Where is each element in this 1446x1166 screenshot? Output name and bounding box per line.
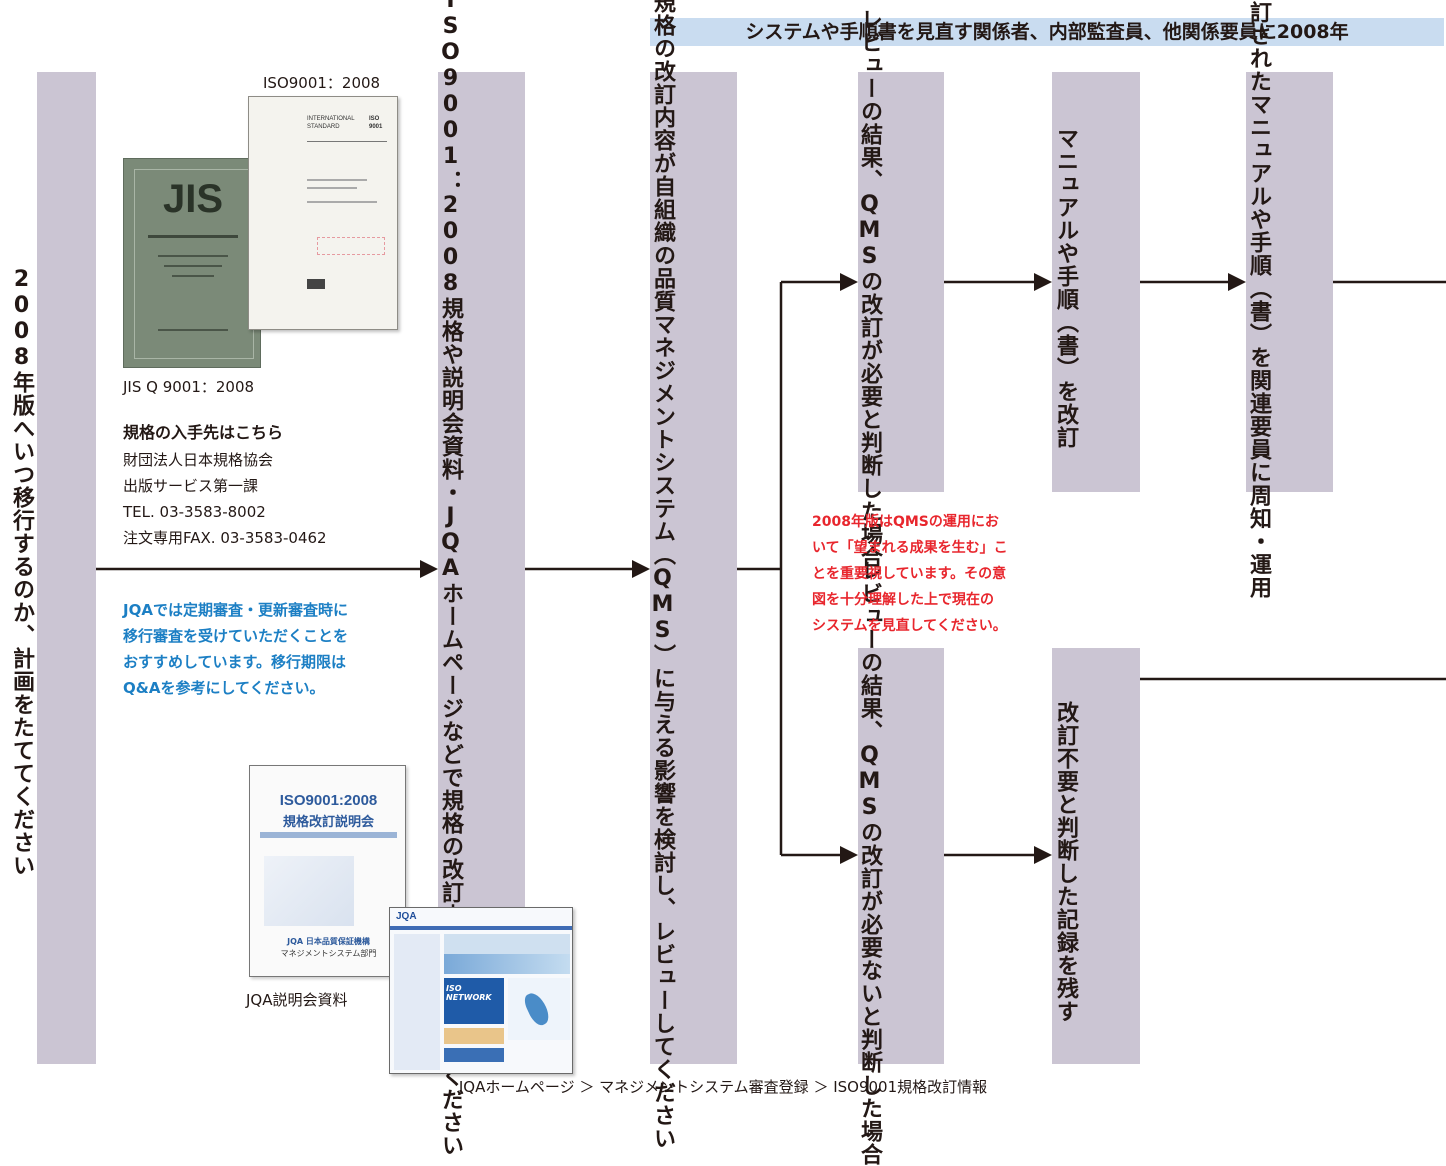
iso-cover-line-3: ISO xyxy=(369,116,380,122)
step-notify-line-1: 改訂されたマニュアルや xyxy=(1246,0,1271,231)
iso-cover-line-4: 9001 xyxy=(369,124,383,130)
contact-heading: 規格の入手先はこちら xyxy=(123,423,284,442)
contact-phone: TEL. 03-3583-8002 xyxy=(123,503,266,521)
contact-line-2: 出版サービス第一課 xyxy=(123,477,259,495)
jis-caption: JIS Q 9001：2008 xyxy=(123,378,255,396)
blue-note-line-1: JQAでは定期審査・更新審査時に xyxy=(123,601,348,619)
step-confirm-box xyxy=(438,72,525,1064)
step-plan-line-2: 計画をたててください xyxy=(9,647,34,877)
iso-cover-title: INTERNATIONAL STANDARD xyxy=(307,115,355,131)
step-review-text: 規格の改訂内容が自組織の品質マネジメントシステム（QMS）に与える影響を 検討し… xyxy=(650,0,737,1150)
seminar-title-2: 規格改訂説明会 xyxy=(282,815,374,830)
step-notify-box xyxy=(1246,72,1333,492)
step-no-revision-line-1: レビューの結果、QMSの改訂 xyxy=(857,558,882,890)
step-confirm-line-1: ISO9001：2008規格や説明会資料・ xyxy=(438,0,463,504)
step-review-line-1: 規格の改訂内容が自組織の品質マネジメントシステム（QMS）に与える影響を xyxy=(650,0,675,828)
step-plan-line-1: 2008年版へいつ移行するのか、 xyxy=(9,267,34,647)
red-note-line-3: とを重要視しています。その意 xyxy=(812,566,1007,582)
footer-breadcrumb: JQAホームページ ＞ マネジメントシステム審査登録 ＞ ISO9001規格改訂… xyxy=(458,1078,988,1096)
banner-background xyxy=(650,18,1444,46)
step-revise-manual-box xyxy=(1052,72,1140,492)
blue-note-line-3: おすすめしています。移行期限は xyxy=(123,653,347,671)
step-review-line-2: 検討し、レビューしてください xyxy=(650,827,675,1150)
contact-line-1: 財団法人日本規格協会 xyxy=(123,451,274,469)
step-revise-manual-line-1: マニュアルや手順（書）を改訂 xyxy=(1053,127,1078,449)
seminar-dept: マネジメントシステム部門 xyxy=(280,949,377,958)
step-no-revision-box xyxy=(858,648,944,1064)
seminar-org: JQA 日本品質保証機構 xyxy=(287,937,370,946)
step-record-box xyxy=(1052,648,1140,1064)
step-need-revision-line-1: レビューの結果、QMSの xyxy=(857,7,882,293)
jis-cover-logo: JIS xyxy=(162,177,224,221)
seminar-document-image: ISO9001:2008 規格改訂説明会 JQA 日本品質保証機構 マネジメント… xyxy=(249,765,406,977)
web-logo: JQA xyxy=(396,911,417,922)
blue-note-line-2: 移行審査を受けていただくことを xyxy=(123,627,349,645)
step-no-revision-text: レビューの結果、QMSの改訂 が必要ないと判断した場合 xyxy=(857,559,944,1166)
blue-note-line-4: Q&Aを参考にしてください。 xyxy=(123,679,325,697)
red-note-line-2: いて「望まれる成果を生む」こ xyxy=(812,540,1008,556)
step-notify-line-2: 手順（書）を関連要員に周知・運用 xyxy=(1246,230,1271,599)
flow-connectors xyxy=(96,273,1446,864)
step-record-line-1: 改訂不要と判断した記録を残す xyxy=(1053,701,1078,1023)
seminar-title-1: ISO9001:2008 xyxy=(279,792,378,809)
iso-caption: ISO9001：2008 xyxy=(263,74,381,92)
step-plan-text: 2008年版へいつ移行するのか、 計画をたててください xyxy=(9,92,96,1052)
step-notify-text: 改訂されたマニュアルや 手順（書）を関連要員に周知・運用 xyxy=(1246,0,1333,599)
iso-cover-number: ISO 9001 xyxy=(369,115,382,131)
jqa-webpage-image: JQA ISO NETWORK xyxy=(389,907,573,1074)
step-record-text: 改訂不要と判断した記録を残す xyxy=(1052,662,1140,1062)
step-need-revision-line-2: 改訂が必要と判断した場合 xyxy=(857,292,882,569)
step-need-revision-box xyxy=(858,72,944,492)
red-note-line-4: 図を十分理解した上で現在の xyxy=(812,592,994,608)
iso-cover-line-1: INTERNATIONAL xyxy=(307,116,355,122)
step-plan-box xyxy=(37,72,96,1064)
web-banner-text: ISO NETWORK xyxy=(446,984,492,1002)
step-revise-manual-text: マニュアルや手順（書）を改訂 xyxy=(1052,88,1140,488)
jis-document-image: JIS xyxy=(123,158,261,368)
iso-document-image: INTERNATIONAL STANDARD ISO 9001 xyxy=(248,96,398,330)
step-no-revision-line-2: が必要ないと判断した場合 xyxy=(857,889,882,1166)
red-note-line-5: システムを見直してください。 xyxy=(812,618,1007,634)
seminar-caption: JQA説明会資料 xyxy=(246,991,348,1009)
contact-fax: 注文専用FAX. 03-3583-0462 xyxy=(123,529,327,547)
step-need-revision-text: レビューの結果、QMSの 改訂が必要と判断した場合 xyxy=(857,8,944,569)
red-note-line-1: 2008年版はQMSの運用にお xyxy=(812,514,999,530)
iso-cover-line-2: STANDARD xyxy=(307,124,340,130)
step-review-box xyxy=(650,72,737,1064)
banner-title: システムや手順書を見直す関係者、内部監査員、他関係要員に2008年 xyxy=(745,21,1349,43)
